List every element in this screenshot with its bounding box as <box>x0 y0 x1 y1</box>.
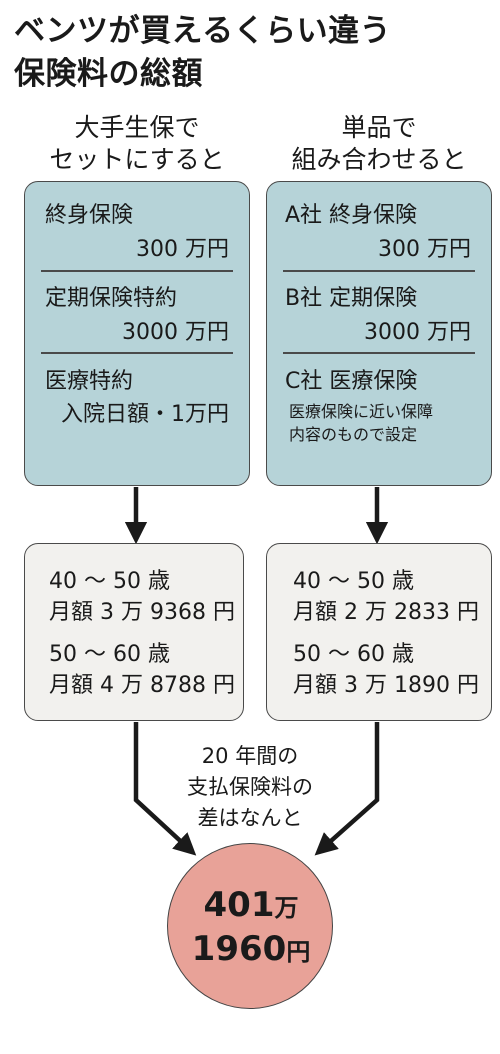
left-item-2-value: 3000 万円 <box>122 320 229 345</box>
result-line-2: 1960円 <box>168 932 334 966</box>
left-premium-1-age: 40 ～ 50 歳 <box>49 569 170 594</box>
left-premium-2-age: 50 ～ 60 歳 <box>49 642 170 667</box>
right-separator-2 <box>283 352 475 354</box>
right-premium-1-amount: 月額 2 万 2833 円 <box>293 600 479 625</box>
left-item-1-value: 300 万円 <box>136 237 229 262</box>
left-heading-line-2: セットにすると <box>49 145 225 174</box>
right-premium-2-amount: 月額 3 万 1890 円 <box>293 673 479 698</box>
right-heading: 単品で 組み合わせると <box>266 112 492 176</box>
left-item-1-name: 終身保険 <box>45 203 134 228</box>
left-heading-line-1: 大手生保で <box>74 113 200 142</box>
result-line-1: 401万 <box>168 888 334 922</box>
right-heading-line-2: 組み合わせると <box>291 145 467 174</box>
left-premium-box: 40 ～ 50 歳 月額 3 万 9368 円 50 ～ 60 歳 月額 4 万… <box>24 543 244 721</box>
left-separator-1 <box>41 270 233 272</box>
right-item-1-value: 300 万円 <box>378 237 471 262</box>
left-plan-box: 終身保険 300 万円 定期保険特約 3000 万円 医療特約 入院日額・1万円 <box>24 181 250 486</box>
left-heading: 大手生保で セットにすると <box>24 112 250 176</box>
arrow-right-to-result <box>314 722 380 856</box>
result-line-2-unit: 円 <box>286 938 311 966</box>
right-item-2-value: 3000 万円 <box>364 320 471 345</box>
right-premium-box: 40 ～ 50 歳 月額 2 万 2833 円 50 ～ 60 歳 月額 3 万… <box>266 543 492 721</box>
difference-note-line-2: 支払保険料の <box>187 775 313 799</box>
right-plan-box: A社 終身保険 300 万円 B社 定期保険 3000 万円 C社 医療保険 医… <box>266 181 492 486</box>
left-premium-2-amount: 月額 4 万 8788 円 <box>49 673 235 698</box>
left-premium-1-amount: 月額 3 万 9368 円 <box>49 600 235 625</box>
right-item-1-name: A社 終身保険 <box>285 203 418 228</box>
right-item-2-name: B社 定期保険 <box>285 286 418 311</box>
difference-note: 20 年間の 支払保険料の 差はなんと <box>150 741 350 834</box>
right-item-3-value: 医療保険に近い保障内容のもので設定 <box>289 402 434 444</box>
right-premium-2-age: 50 ～ 60 歳 <box>293 642 414 667</box>
result-line-2-number: 1960 <box>191 929 287 969</box>
result-line-1-number: 401 <box>203 885 275 925</box>
title-line-2: 保険料の総額 <box>14 56 203 92</box>
right-item-3-name: C社 医療保険 <box>285 369 418 394</box>
arrow-left-to-result <box>133 722 197 856</box>
right-heading-line-1: 単品で <box>341 113 417 142</box>
left-item-2-name: 定期保険特約 <box>45 286 178 311</box>
left-item-3-name: 医療特約 <box>45 369 134 394</box>
left-separator-2 <box>41 352 233 354</box>
right-premium-1-age: 40 ～ 50 歳 <box>293 569 414 594</box>
result-line-1-unit: 万 <box>274 894 299 922</box>
result-circle: 401万 1960円 <box>167 843 333 1009</box>
left-item-3-value: 入院日額・1万円 <box>61 402 229 427</box>
title-line-1: ベンツが買えるくらい違う <box>14 13 392 49</box>
difference-note-line-1: 20 年間の <box>201 744 299 768</box>
right-separator-1 <box>283 270 475 272</box>
difference-note-line-3: 差はなんと <box>197 806 303 830</box>
